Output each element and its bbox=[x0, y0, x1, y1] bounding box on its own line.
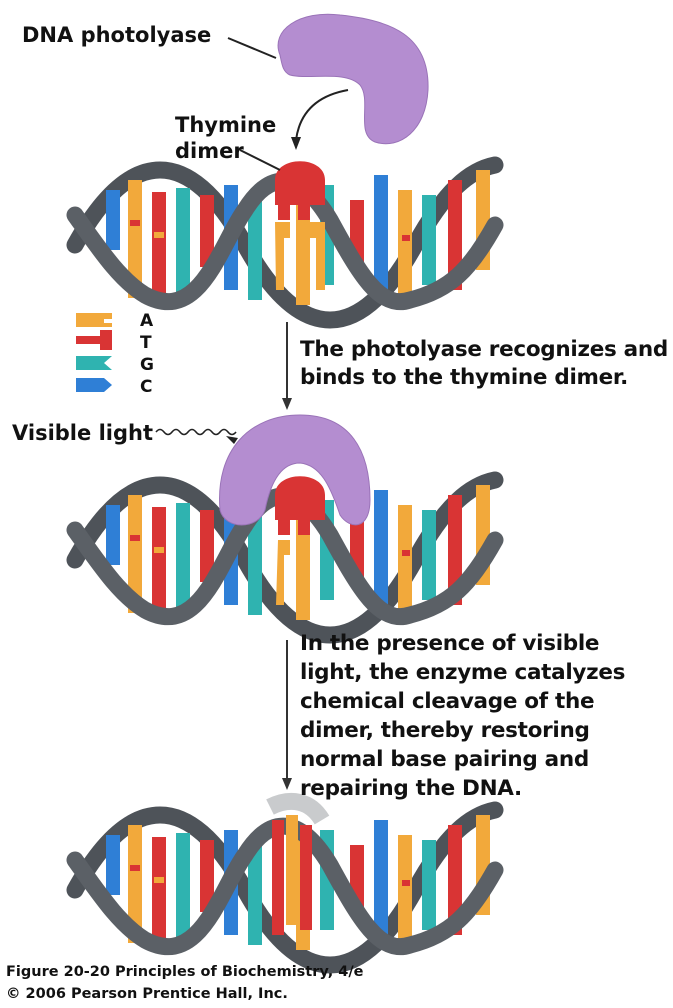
dna-helix-with-dimer bbox=[75, 161, 495, 320]
step-2-line-6: repairing the DNA. bbox=[300, 776, 522, 801]
enzyme-pointer bbox=[227, 37, 277, 59]
light-squiggle bbox=[155, 428, 237, 436]
light-label: Visible light bbox=[12, 421, 153, 445]
step-2-line-3: chemical cleavage of the bbox=[300, 689, 595, 714]
step-2-line-5: normal base pairing and bbox=[300, 747, 589, 772]
figure-caption: Figure 20-20 Principles of Biochemistry,… bbox=[6, 964, 364, 980]
legend-letter-c: C bbox=[140, 377, 153, 397]
copyright-line: © 2006 Pearson Prentice Hall, Inc. bbox=[6, 986, 288, 1002]
dimer-pointer bbox=[239, 149, 281, 171]
step-2-line-4: dimer, thereby restoring bbox=[300, 718, 590, 743]
dimer-label-line2: dimer bbox=[175, 139, 244, 163]
binding-arrowhead bbox=[291, 137, 301, 150]
legend-letter-g: G bbox=[140, 355, 154, 375]
dna-helix-enzyme-bound bbox=[75, 476, 495, 635]
enzyme-bound bbox=[219, 414, 371, 526]
legend-letter-t: T bbox=[140, 333, 152, 353]
step-1-line-2: binds to the thymine dimer. bbox=[300, 365, 629, 390]
step-1-line-1: The photolyase recognizes and bbox=[300, 337, 668, 362]
enzyme-blob-top bbox=[277, 13, 429, 145]
dna-helix-repaired bbox=[75, 792, 495, 965]
step-2-line-1: In the presence of visible bbox=[300, 631, 600, 656]
dimer-label-line1: Thymine bbox=[175, 113, 277, 137]
binding-arrow bbox=[295, 89, 349, 141]
thymine-dimer bbox=[275, 161, 325, 290]
enzyme-label: DNA photolyase bbox=[22, 23, 212, 47]
legend-letter-a: A bbox=[140, 311, 154, 331]
legend-swatches bbox=[76, 313, 112, 392]
step-2-line-2: light, the enzyme catalyzes bbox=[300, 660, 626, 685]
